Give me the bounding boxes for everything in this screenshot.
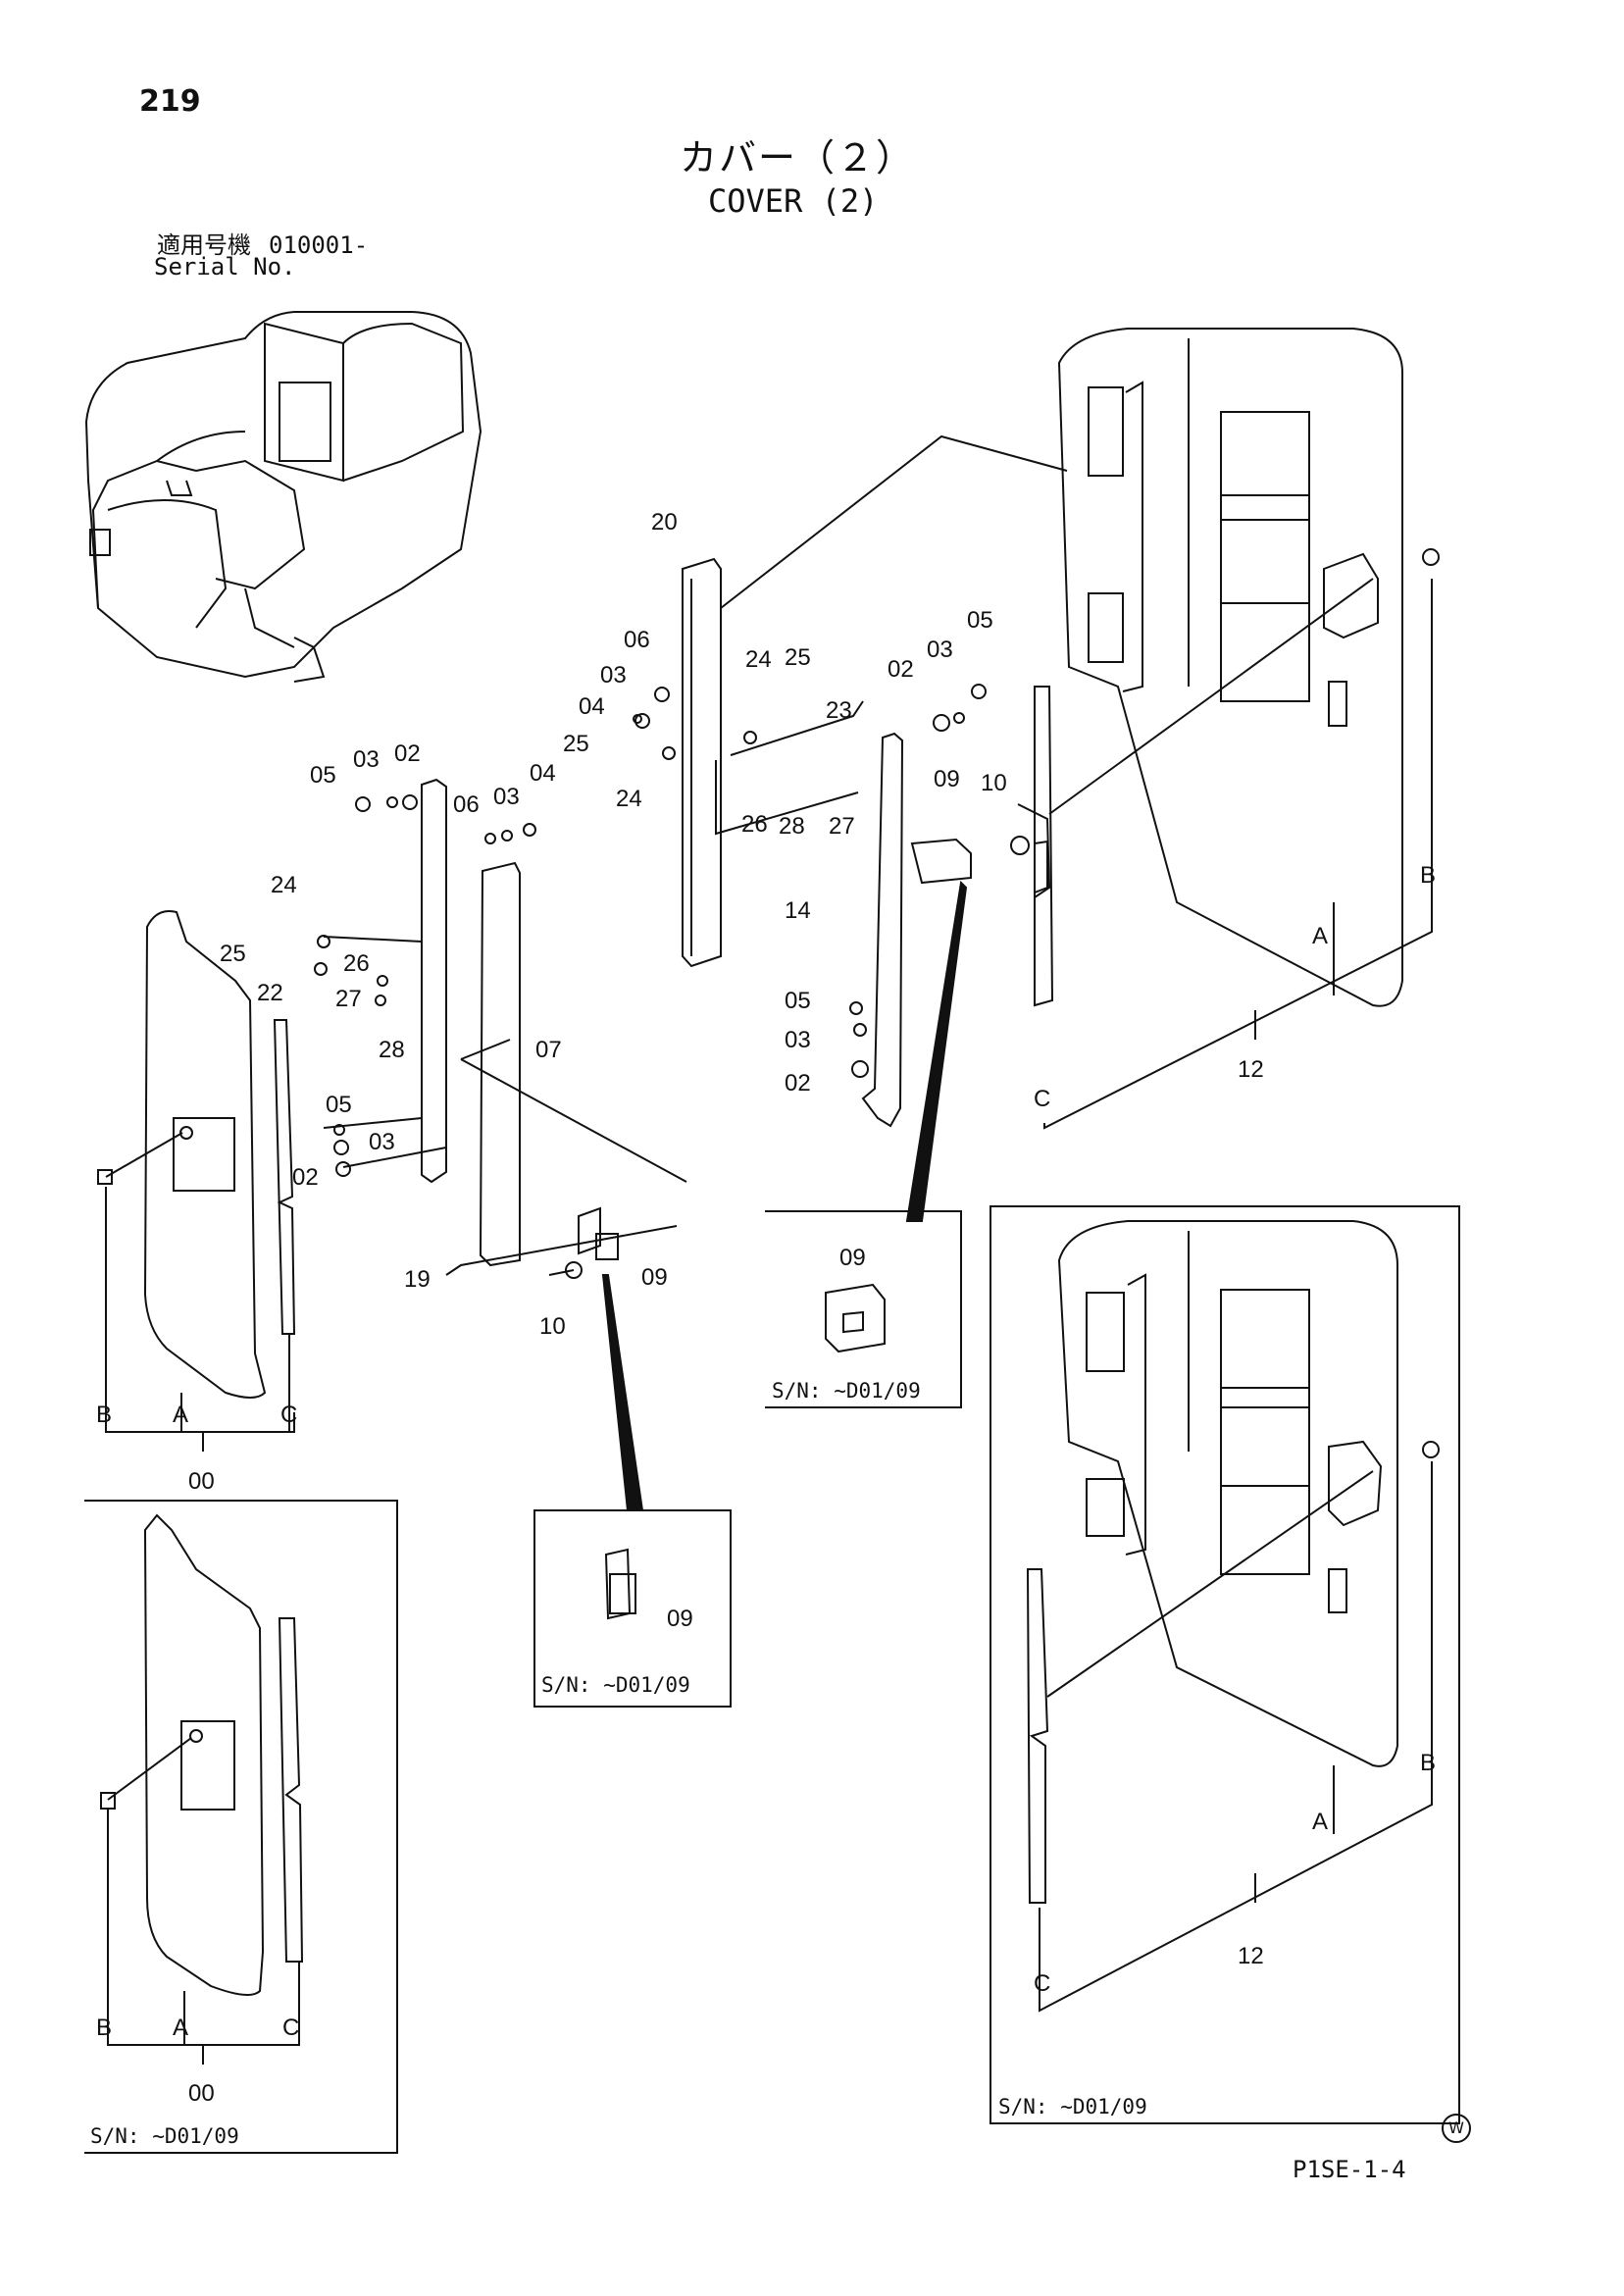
serial-label-jp-text: 適用号機 <box>157 231 251 259</box>
callout-25-right: 25 <box>785 644 811 671</box>
left-door-main <box>97 910 296 1399</box>
hinge-09-center <box>548 1206 619 1279</box>
callout-07: 07 <box>535 1037 562 1063</box>
callout-12: 12 <box>1238 1056 1264 1083</box>
callout-02-mid: 02 <box>785 1070 811 1097</box>
title-japanese: カバー（２） <box>680 136 916 179</box>
callout-02-right: 02 <box>888 656 914 683</box>
ref-a-right: A <box>1312 923 1328 949</box>
callout-03-left2: 03 <box>493 784 520 810</box>
inset-left-door <box>84 1500 398 2154</box>
inset-hinge-lower <box>533 1509 732 1708</box>
callout-02-left: 02 <box>394 740 421 767</box>
callout-28-left: 28 <box>379 1037 405 1063</box>
inset-lower-callout-09: 09 <box>667 1606 693 1632</box>
callout-labels: 20 06 03 04 25 24 24 25 23 26 28 27 02 0… <box>90 509 1436 2148</box>
inset-right-door <box>990 1205 1460 2124</box>
callout-20: 20 <box>651 509 678 536</box>
post-19 <box>323 778 447 1184</box>
drawing-code: P1SE-1-4 <box>1293 2156 1406 2183</box>
callout-10-center: 10 <box>539 1313 566 1340</box>
callout-10-upper: 10 <box>981 770 1007 796</box>
callout-24-upper: 24 <box>745 646 772 673</box>
machine-overview-illustration <box>84 311 482 683</box>
callout-25-left: 25 <box>220 941 246 967</box>
callout-06-left: 06 <box>453 791 480 818</box>
serial-label-japanese: 適用号機 010001- <box>157 226 368 260</box>
callout-03-right: 03 <box>927 637 953 663</box>
callout-04-left: 04 <box>530 760 556 787</box>
page-number: 219 <box>139 84 201 119</box>
serial-value: 010001- <box>269 231 369 259</box>
callout-26-upper: 26 <box>741 811 768 838</box>
inset-left-serial: S/N: ~D01/09 <box>90 2124 239 2148</box>
callout-02-low: 02 <box>292 1164 319 1191</box>
callout-05-right: 05 <box>967 607 993 634</box>
ref-b-left: B <box>96 1402 112 1428</box>
callout-05-left: 05 <box>310 762 336 789</box>
ref-a-left: A <box>173 1402 188 1428</box>
inset-lower-serial: S/N: ~D01/09 <box>541 1673 690 1697</box>
inset-hinge-upper <box>765 1210 962 1408</box>
callout-24-mid: 24 <box>616 786 642 812</box>
inset-left-callout-00: 00 <box>188 2080 215 2107</box>
callout-25-upper: 25 <box>563 731 589 757</box>
callout-03-mid: 03 <box>785 1027 811 1053</box>
callout-27-upper: 27 <box>829 813 855 840</box>
post-20 <box>682 557 722 968</box>
ref-c-left: C <box>280 1402 297 1428</box>
inset-left-ref-a: A <box>173 2015 188 2041</box>
callout-09-center: 09 <box>641 1264 668 1291</box>
callout-04-upper: 04 <box>579 693 605 720</box>
inset-right-ref-b: B <box>1420 1750 1436 1776</box>
callout-19: 19 <box>404 1266 431 1293</box>
inset-right-callout-12: 12 <box>1238 1943 1264 1969</box>
callout-05-mid: 05 <box>785 988 811 1014</box>
inset-right-ref-c: C <box>1034 1970 1050 1997</box>
callout-28-upper: 28 <box>779 813 805 840</box>
callout-24-left: 24 <box>271 872 297 898</box>
inset-right-serial: S/N: ~D01/09 <box>998 2095 1147 2118</box>
callout-03-upper: 03 <box>600 662 627 689</box>
inset-left-ref-c: C <box>282 2015 299 2041</box>
inset-left-ref-b: B <box>96 2015 112 2041</box>
ref-c-right: C <box>1034 1086 1050 1112</box>
callout-27-left: 27 <box>335 986 362 1012</box>
callout-03-low: 03 <box>369 1129 395 1155</box>
inset-upper-serial: S/N: ~D01/09 <box>772 1379 921 1403</box>
callout-14: 14 <box>785 897 811 924</box>
callout-22: 22 <box>257 980 283 1006</box>
inset-right-ref-a: A <box>1312 1809 1328 1835</box>
callout-00: 00 <box>188 1468 215 1495</box>
cover-07 <box>460 861 687 1267</box>
callout-09-upper: 09 <box>934 766 960 792</box>
ref-b-right: B <box>1420 862 1436 889</box>
callout-26-left: 26 <box>343 950 370 977</box>
inset-upper-callout-09: 09 <box>839 1245 866 1271</box>
title-english: COVER (2) <box>708 182 879 220</box>
callout-23: 23 <box>826 697 852 724</box>
serial-label-english: Serial No. <box>154 253 296 281</box>
callout-05-low: 05 <box>326 1092 352 1118</box>
callout-03-left: 03 <box>353 746 380 773</box>
callout-06-upper: 06 <box>624 627 650 653</box>
right-door-main <box>1034 328 1440 1007</box>
